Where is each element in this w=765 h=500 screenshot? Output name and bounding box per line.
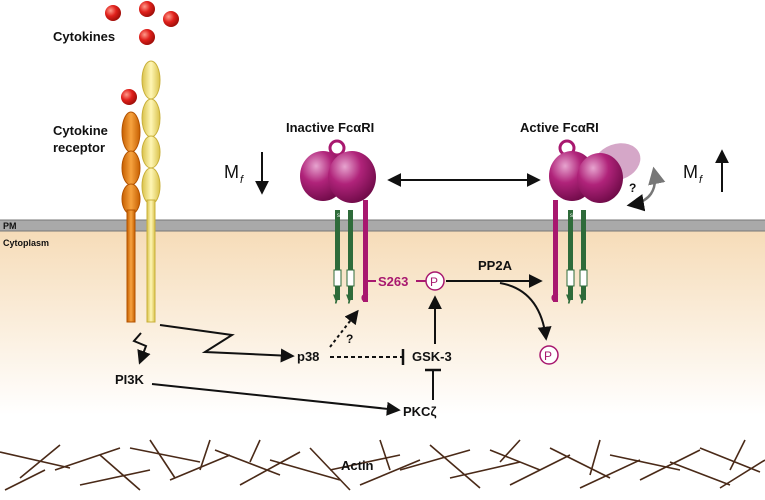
gsk3-label: GSK-3	[412, 349, 452, 364]
active-fcari-label: Active FcαRI	[520, 120, 599, 135]
actin-filaments	[0, 439, 765, 491]
mf-left-sub: f	[240, 174, 244, 186]
inactive-gamma-2: γ	[346, 290, 353, 304]
p38-label: p38	[297, 349, 319, 364]
phospho-s263	[425, 271, 445, 291]
pkc-label: PKCζ	[403, 404, 436, 419]
rotation-arrow	[626, 166, 666, 212]
inactive-fcari	[300, 139, 376, 302]
inactive-gamma-1: γ	[333, 290, 340, 304]
pp2a-label: PP2A	[478, 258, 513, 273]
arrow-receptor-to-p38	[159, 324, 295, 363]
arrow-p38-to-s263	[329, 309, 359, 348]
phospho-s263-label: P	[430, 275, 438, 289]
s263-label: S263	[378, 274, 408, 289]
pi3k-label: PI3K	[115, 372, 145, 387]
cytokines-label: Cytokines	[53, 29, 115, 44]
active-ss-label: s-s	[570, 213, 578, 219]
inactive-fcari-label: Inactive FcαRI	[286, 120, 374, 135]
active-alpha: α	[551, 290, 559, 304]
cytokine-molecules	[105, 1, 179, 105]
mf-left-label: M	[224, 162, 239, 182]
cytokine-receptor	[121, 60, 161, 323]
cytoplasm-label: Cytoplasm	[3, 238, 49, 248]
arrow-pi3k-to-pkc	[151, 383, 401, 416]
arrow-released-phosphate	[499, 282, 552, 341]
rotation-question: ?	[629, 181, 636, 195]
pm-label: PM	[3, 221, 17, 231]
active-gamma-2: γ	[579, 290, 586, 304]
inactive-alpha: α	[361, 290, 369, 304]
actin-label: Actin	[341, 458, 374, 473]
inactive-ss-label: s-s	[337, 213, 345, 219]
released-phosphate	[539, 345, 559, 365]
p38-question: ?	[346, 332, 353, 346]
cytokine-receptor-label-1: Cytokine	[53, 123, 108, 138]
released-phosphate-label: P	[544, 349, 552, 363]
mf-right-sub: f	[699, 174, 703, 186]
arrow-receptor-to-pi3k	[132, 332, 151, 365]
plasma-membrane	[0, 220, 765, 231]
cytoplasm-region	[0, 230, 765, 415]
active-gamma-1: γ	[566, 290, 573, 304]
mf-right-label: M	[683, 162, 698, 182]
cytokine-receptor-label-2: receptor	[53, 140, 105, 155]
